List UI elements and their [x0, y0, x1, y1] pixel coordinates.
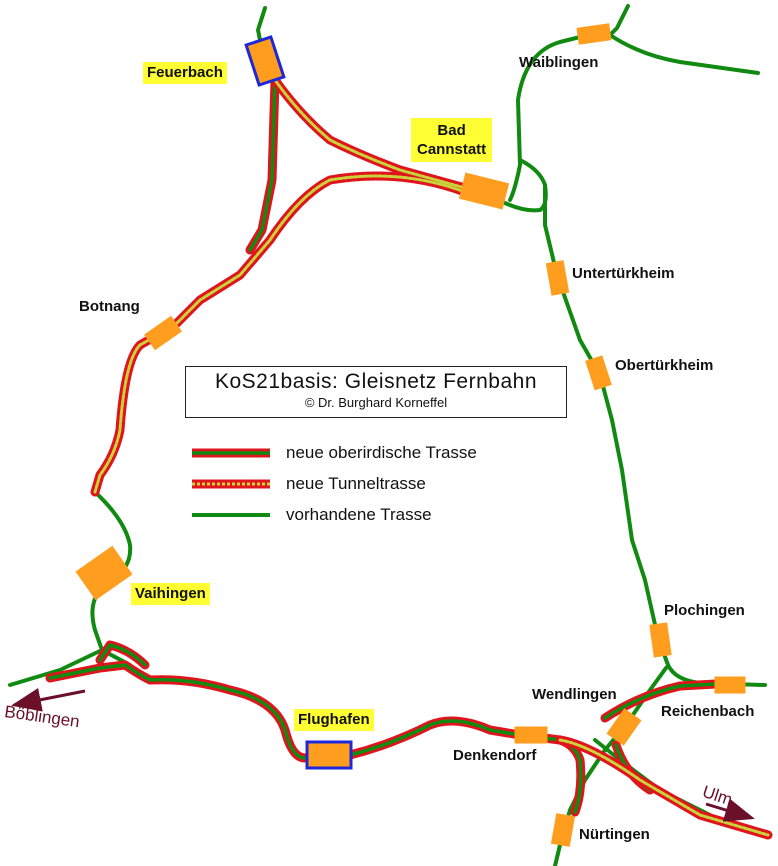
- label-reichenbach: Reichenbach: [661, 703, 755, 720]
- station-vaihingen-marker: [75, 545, 133, 601]
- label-nuertingen: Nürtingen: [579, 826, 650, 843]
- station-waiblingen-marker: [576, 23, 612, 45]
- direction-arrows: [11, 688, 755, 822]
- legend-symbols: [192, 448, 270, 517]
- station-cannstatt-marker: [458, 172, 510, 210]
- label-bad-cannstatt: Bad Cannstatt: [411, 118, 493, 162]
- label-plochingen: Plochingen: [664, 602, 745, 619]
- label-botnang: Botnang: [79, 298, 140, 315]
- map-copyright: © Dr. Burghard Korneffel: [304, 395, 448, 410]
- legend-existing: vorhandene Trasse: [286, 505, 432, 524]
- label-wendlingen: Wendlingen: [532, 686, 617, 703]
- station-nuertingen-marker: [550, 813, 576, 847]
- track-waiblingen-west: [508, 31, 598, 202]
- existing-tracks: [8, 4, 770, 866]
- station-markers: [75, 23, 746, 847]
- legend-new-tunnel: neue Tunneltrasse: [286, 474, 426, 493]
- station-plochingen-marker: [649, 622, 672, 658]
- station-botnang-marker: [144, 315, 182, 351]
- map-title: KoS21basis: Gleisnetz Fernbahn: [214, 370, 537, 393]
- map-title-box: KoS21basis: Gleisnetz Fernbahn © Dr. Bur…: [185, 366, 567, 418]
- station-reichenbach-marker: [714, 676, 746, 694]
- label-obertuerkheim: Obertürkheim: [615, 357, 714, 374]
- label-denkendorf: Denkendorf: [453, 747, 537, 764]
- label-vaihingen: Vaihingen: [131, 583, 210, 605]
- station-obertuerkheim-marker: [585, 355, 612, 391]
- track-vaihingen: [90, 490, 133, 652]
- new-tunnel-tracks: [90, 75, 773, 840]
- label-untertuerkheim: Untertürkheim: [572, 265, 675, 282]
- track-cannstatt-plochingen: [543, 183, 670, 667]
- label-feuerbach: Feuerbach: [143, 62, 227, 84]
- station-flughafen-marker: [305, 740, 353, 770]
- legend-new-surface: neue oberirdische Trasse: [286, 443, 477, 462]
- label-waiblingen: Waiblingen: [519, 54, 599, 71]
- station-denkendorf-marker: [514, 726, 548, 744]
- label-flughafen: Flughafen: [294, 709, 374, 731]
- boeblingen-arrow: [11, 688, 86, 712]
- station-feuerbach-marker: [244, 35, 286, 87]
- track-waiblingen-east: [608, 4, 760, 75]
- ulm-arrow: [705, 798, 755, 822]
- label-bad-cannstatt-line2: Cannstatt: [417, 141, 487, 158]
- label-bad-cannstatt-line1: Bad: [437, 122, 466, 139]
- station-untertuerkheim-marker: [545, 260, 570, 296]
- track-remsbahn-cannstatt: [503, 158, 548, 213]
- station-wendlingen-marker: [606, 708, 642, 746]
- track-boeblingen: [8, 648, 132, 687]
